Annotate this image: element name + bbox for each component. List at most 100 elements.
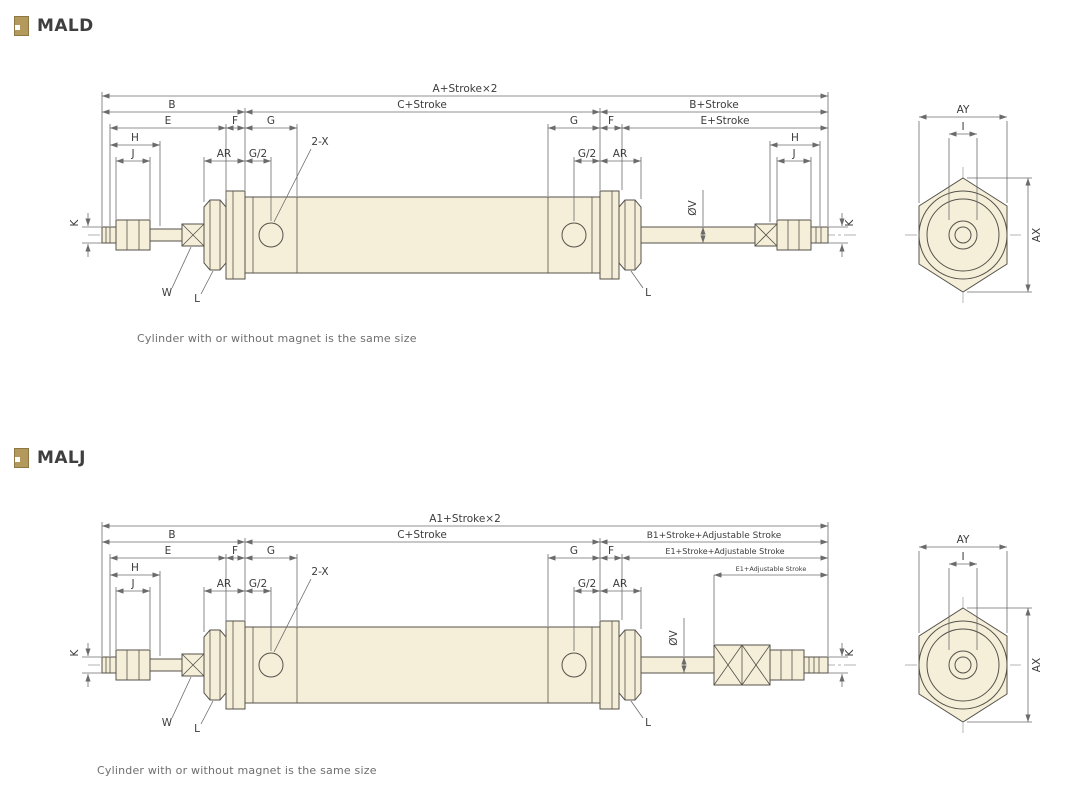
- mald-dimensions: A+Stroke×2 B C+Stroke B+Stroke E F G G F…: [69, 83, 856, 305]
- dim-f: F: [232, 545, 238, 557]
- dim-w: W: [162, 287, 173, 299]
- mounting-nut-right: [618, 629, 642, 701]
- hex-body: [918, 177, 1008, 293]
- malj-drawing: A1+Stroke×2 B C+Stroke B1+Stroke+Adjusta…: [69, 513, 1043, 735]
- dim-ax: AX: [1031, 658, 1043, 672]
- dim-f-right: F: [608, 115, 614, 127]
- dim-h: H: [131, 132, 139, 144]
- dim-g-right: G: [570, 545, 578, 557]
- dim-ay: AY: [957, 104, 970, 116]
- piston-rod-left: [149, 658, 183, 672]
- section-bullet-icon: [14, 448, 29, 468]
- dim-j-right: J: [791, 148, 795, 160]
- dim-w: W: [162, 717, 173, 729]
- dim-l-right: L: [645, 717, 651, 729]
- dim-e: E: [165, 545, 172, 557]
- mald-side-view: [88, 190, 856, 280]
- ports-leader-line: [273, 148, 312, 223]
- dim-k-left: K: [69, 648, 81, 656]
- dim-ov: ØV: [687, 199, 699, 215]
- dim-ay: AY: [957, 534, 970, 546]
- end-view-dimensions: AY I AX: [918, 534, 1043, 723]
- rod-thread-right: [803, 656, 829, 674]
- cylinder-tube: [244, 626, 601, 704]
- rod-end-nut-right: [769, 649, 805, 681]
- cylinder-tube: [244, 196, 601, 274]
- head-collar-right: [599, 190, 620, 280]
- w-leader-line: [171, 676, 192, 719]
- dim-l-right: L: [645, 287, 651, 299]
- dim-b2: B1+Stroke+Adjustable Stroke: [647, 531, 782, 541]
- dim-total: A+Stroke×2: [433, 83, 498, 95]
- dim-e-adjustable: E1+Adjustable Stroke: [736, 565, 807, 573]
- dim-e: E: [165, 115, 172, 127]
- malj-side-view: [88, 620, 856, 710]
- port-left: [258, 222, 284, 248]
- rod-thread-right: [810, 226, 829, 244]
- ports-leader-line: [273, 578, 312, 653]
- rod-circle: [948, 220, 978, 250]
- dim-f: F: [232, 115, 238, 127]
- head-collar-left: [225, 190, 246, 280]
- dim-k-right: K: [844, 648, 856, 656]
- dim-e-right: E+Stroke: [701, 115, 750, 127]
- piston-rod-left: [149, 228, 183, 242]
- thread-circle: [954, 226, 972, 244]
- dim-j: J: [130, 148, 134, 160]
- dimension-labels: A1+Stroke×2 B C+Stroke B1+Stroke+Adjusta…: [69, 513, 856, 735]
- thread-circle: [954, 656, 972, 674]
- dim-j: J: [130, 578, 134, 590]
- mounting-nut-left: [203, 629, 227, 701]
- dim-c: C+Stroke: [397, 529, 447, 541]
- mald-drawing: A+Stroke×2 B C+Stroke B+Stroke E F G G F…: [69, 83, 1043, 305]
- malj-note: Cylinder with or without magnet is the s…: [97, 764, 377, 777]
- dim-ov: ØV: [668, 629, 680, 645]
- dim-e-right: E1+Stroke+Adjustable Stroke: [665, 547, 784, 556]
- section-bullet-icon: [14, 16, 29, 36]
- dim-l-left: L: [194, 293, 200, 305]
- piston-rod-right: [640, 226, 756, 244]
- dim-l-left: L: [194, 723, 200, 735]
- dim-g2: G/2: [249, 578, 267, 590]
- dim-k-right: K: [844, 218, 856, 226]
- dim-f-right: F: [608, 545, 614, 557]
- dim-h-right: H: [791, 132, 799, 144]
- dim-h: H: [131, 562, 139, 574]
- port-left: [258, 652, 284, 678]
- dim-total: A1+Stroke×2: [429, 513, 501, 525]
- l-left-leader-line: [200, 270, 214, 295]
- rod-thread-left: [101, 656, 117, 674]
- dimension-lines: [82, 93, 848, 295]
- dim-g2-right: G/2: [578, 148, 596, 160]
- rod-thread-left: [101, 226, 117, 244]
- mounting-nut-right: [618, 199, 642, 271]
- malj-header: MALJ: [14, 448, 86, 468]
- mald-note: Cylinder with or without magnet is the s…: [137, 332, 417, 345]
- dim-ports: 2-X: [311, 136, 328, 148]
- l-left-leader-line: [200, 700, 214, 725]
- rod-circle: [948, 650, 978, 680]
- l-right-leader-line: [630, 700, 644, 719]
- dim-i: I: [961, 121, 964, 133]
- section-title-malj: MALJ: [37, 448, 86, 468]
- piston-rod-right: [640, 656, 715, 674]
- mounting-nut-left: [203, 199, 227, 271]
- mald-header: MALD: [14, 16, 94, 36]
- hex-body: [918, 607, 1008, 723]
- dim-g: G: [267, 115, 275, 127]
- dim-ar: AR: [217, 578, 231, 590]
- dim-g: G: [267, 545, 275, 557]
- dim-i: I: [961, 551, 964, 563]
- outer-circle: [918, 190, 1008, 280]
- rod-end-nut-left: [115, 649, 151, 681]
- malj-end-view: AY I AX: [905, 534, 1043, 733]
- dim-b: B: [168, 99, 175, 111]
- outer-circle: [918, 620, 1008, 710]
- dim-g2: G/2: [249, 148, 267, 160]
- section-title-mald: MALD: [37, 16, 94, 36]
- dim-ar-right: AR: [613, 148, 627, 160]
- dim-k-left: K: [69, 218, 81, 226]
- malj-dimensions: A1+Stroke×2 B C+Stroke B1+Stroke+Adjusta…: [69, 513, 856, 735]
- dim-g2-right: G/2: [578, 578, 596, 590]
